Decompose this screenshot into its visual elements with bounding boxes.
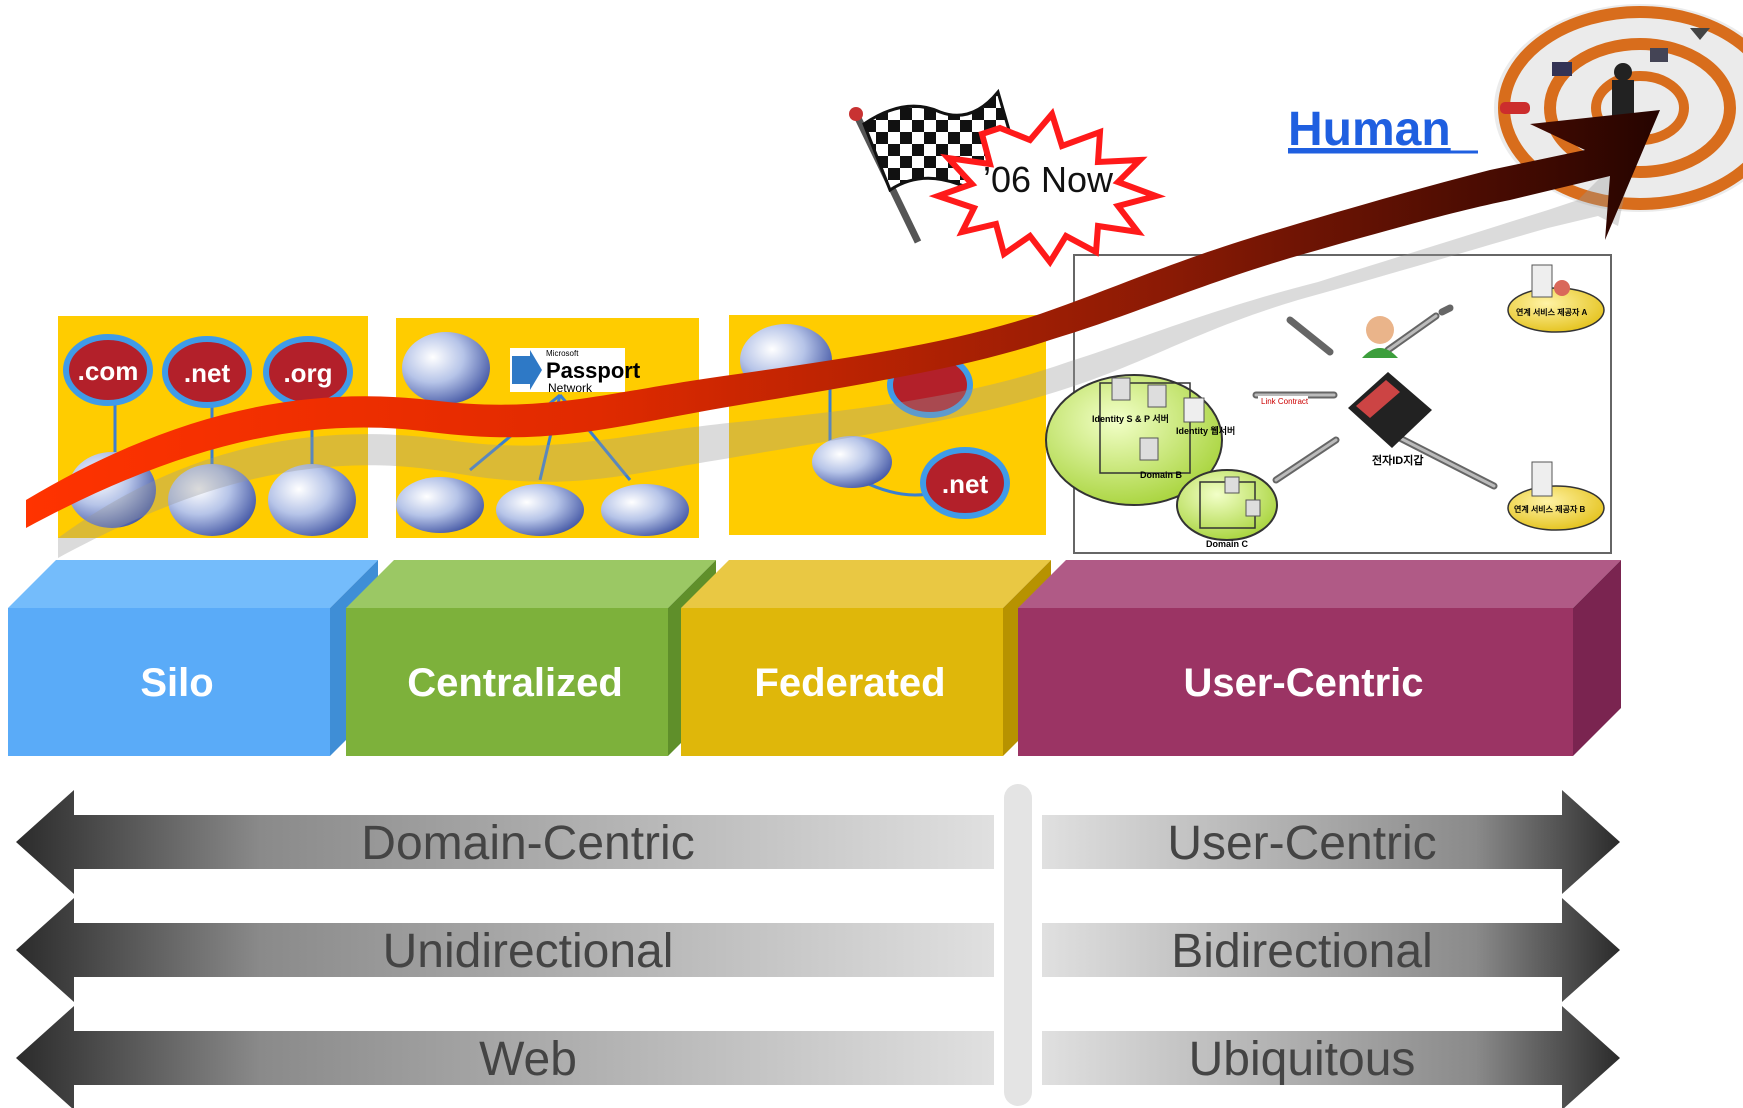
now-burst-badge: ’06 Now: [928, 107, 1166, 268]
svg-text:Network: Network: [548, 381, 593, 395]
domain-badge-net: .net: [162, 336, 252, 408]
passport-logo: Microsoft Passport Network: [510, 348, 641, 395]
svg-text:.net: .net: [184, 358, 231, 388]
right-arrow-icon: [1042, 790, 1620, 894]
svg-text:Passport: Passport: [546, 358, 641, 383]
stage-label: Centralized: [407, 661, 623, 705]
laptop-icon: [168, 464, 256, 536]
domain-b-cluster: Identity S & P 서버 Identity 웹서버 Domain B: [1045, 374, 1235, 506]
right-arrow-icon: [1042, 1006, 1620, 1108]
svg-text:Domain C: Domain C: [1206, 539, 1249, 549]
laptop-icon: [268, 464, 356, 536]
svg-text:연계 서비스 제공자 A: 연계 서비스 제공자 A: [1516, 307, 1588, 317]
stage-label: Federated: [754, 661, 945, 705]
wallet-icon: 전자ID지갑: [1348, 316, 1432, 467]
svg-text:.org: .org: [283, 358, 332, 388]
comparison-left-label: Unidirectional: [383, 925, 674, 978]
provider-b-node: 연계 서비스 제공자 B: [1507, 461, 1605, 531]
comparison-left-label: Web: [479, 1033, 577, 1086]
stage-label: Silo: [140, 661, 213, 705]
user-centric-panel: Identity S & P 서버 Identity 웹서버 Domain B …: [1045, 254, 1612, 554]
comparison-right-label: User-Centric: [1167, 817, 1436, 870]
svg-text:Domain B: Domain B: [1140, 470, 1183, 480]
stage-block-2: Centralized: [346, 560, 716, 756]
laptop-icon: [812, 436, 892, 488]
comparison-right-label: Ubiquitous: [1189, 1033, 1416, 1086]
svg-text:Identity S & P 서버: Identity S & P 서버: [1092, 413, 1169, 424]
passport-arrow-icon: [512, 350, 542, 390]
svg-text:Identity 웹서버: Identity 웹서버: [1176, 425, 1235, 436]
svg-text:전자ID지갑: 전자ID지갑: [1372, 453, 1423, 467]
growth-trend-arrow: [26, 110, 1660, 558]
svg-text:’06 Now: ’06 Now: [983, 159, 1114, 200]
comparison-right-label: Bidirectional: [1171, 925, 1432, 978]
domain-badge-org: .org: [263, 336, 353, 408]
svg-text:Link Contract: Link Contract: [1261, 397, 1309, 406]
provider-a-node: 연계 서비스 제공자 A: [1507, 264, 1605, 333]
laptop-icon: [496, 484, 584, 536]
stage-block-3: Federated: [681, 560, 1051, 756]
comparison-row-1: Domain-Centric User-Centric: [16, 790, 1620, 894]
comparison-row-2: Unidirectional Bidirectional: [16, 898, 1620, 1002]
svg-text:.net: .net: [942, 469, 989, 499]
svg-text:.com: .com: [78, 356, 139, 386]
stage-block-1: Silo: [8, 560, 378, 756]
era-divider: [1004, 784, 1032, 1106]
human-label: Human: [1288, 103, 1451, 156]
laptop-icon: [402, 332, 490, 404]
stage-label: User-Centric: [1183, 661, 1423, 705]
right-arrow-icon: [1042, 898, 1620, 1002]
svg-text:연계 서비스 제공자 B: 연계 서비스 제공자 B: [1514, 504, 1586, 514]
domain-c-cluster: Domain C: [1176, 469, 1278, 549]
laptop-icon: [601, 484, 689, 536]
domain-badge-net: .net: [920, 447, 1010, 519]
left-arrow-icon: [16, 1006, 994, 1108]
left-arrow-icon: [16, 790, 994, 894]
comparison-row-3: Web Ubiquitous: [16, 1006, 1620, 1108]
laptop-icon: [396, 477, 484, 533]
stage-block-4: User-Centric: [1018, 560, 1621, 756]
domain-badge-com: .com: [63, 334, 153, 406]
left-arrow-icon: [16, 898, 994, 1002]
svg-text:Microsoft: Microsoft: [546, 349, 579, 358]
comparison-left-label: Domain-Centric: [361, 817, 694, 870]
